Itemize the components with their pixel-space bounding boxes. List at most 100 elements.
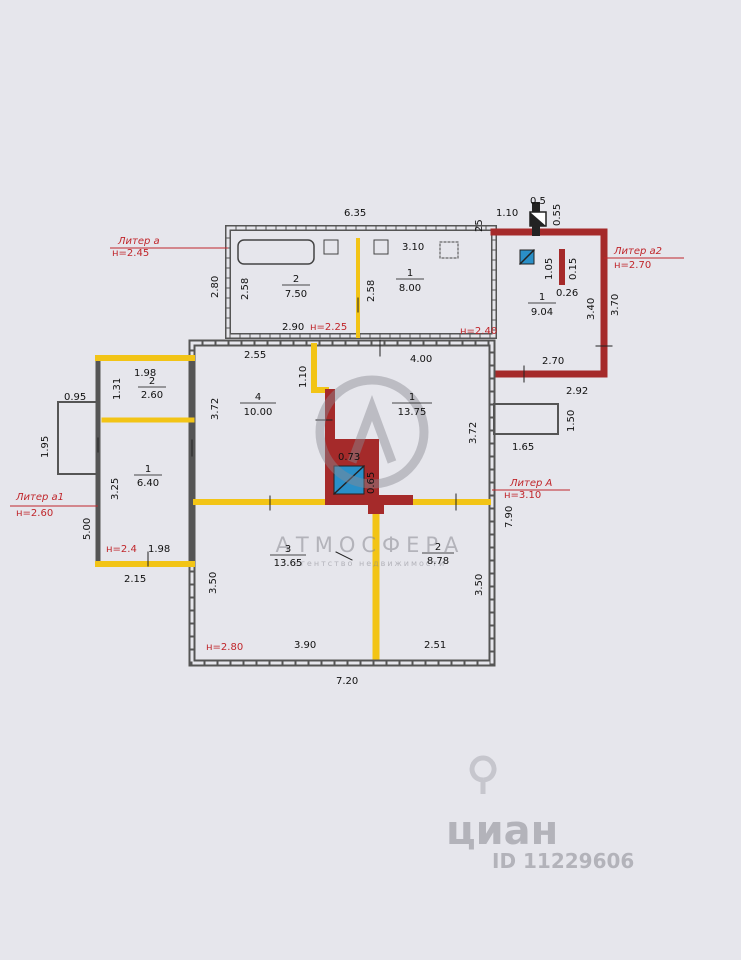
watermark-atmosfera: АТМОСФЕРА агентство недвижимости xyxy=(276,375,458,568)
dim-258b: 2.58 xyxy=(366,280,377,302)
room-A-4: 4 10.00 xyxy=(240,392,276,418)
atmosfera-logo-icon xyxy=(315,375,429,489)
label-h-225: н=2.25 xyxy=(310,322,347,333)
dim-165: 1.65 xyxy=(512,442,534,453)
room-area: 9.04 xyxy=(531,307,553,318)
room-area: 8.00 xyxy=(399,283,421,294)
room-area: 6.40 xyxy=(137,478,159,489)
stove-a2-diagonal xyxy=(518,248,536,266)
dim-110b: 1.10 xyxy=(298,366,309,388)
label-h-liter-a1: н=2.60 xyxy=(16,508,53,519)
stove-diagonal xyxy=(332,464,366,496)
chimney-fill xyxy=(530,212,546,226)
walls xyxy=(57,202,613,667)
cian-id: ID 11229606 xyxy=(492,849,634,873)
room-a1-2: 2 2.60 xyxy=(138,376,166,401)
dim-292: 2.92 xyxy=(566,386,588,397)
rooms: 2 7.50 1 8.00 1 9.04 4 10.00 1 13.75 2 2… xyxy=(134,268,556,569)
dim-065: 0.65 xyxy=(366,472,377,494)
dim-350b: 3.50 xyxy=(474,574,485,596)
door-tick xyxy=(335,551,353,561)
wall-liter-a2 xyxy=(490,228,608,378)
room-area: 2.60 xyxy=(141,390,163,401)
wall-liter-a-hatch xyxy=(226,226,496,338)
room-number: 4 xyxy=(255,392,261,403)
watermark-tagline: агентство недвижимости xyxy=(294,559,446,568)
dim-255: 2.55 xyxy=(244,350,266,361)
atmosfera-logo-mark xyxy=(347,395,397,464)
dim-251: 2.51 xyxy=(424,640,446,651)
room-area: 13.65 xyxy=(274,558,303,569)
label-h-280: н=2.80 xyxy=(206,642,243,653)
dim-015: 0.15 xyxy=(568,258,579,280)
label-h-24: н=2.4 xyxy=(106,544,137,555)
bathtub-icon xyxy=(237,239,315,265)
room-number: 1 xyxy=(407,268,413,279)
dim-198b: 1.98 xyxy=(148,544,170,555)
sink-icon-2 xyxy=(373,239,389,255)
label-h-liter-a: н=2.45 xyxy=(112,248,149,259)
dim-195: 1.95 xyxy=(40,436,51,458)
dim-270: 2.70 xyxy=(542,356,564,367)
room-A-1: 1 13.75 xyxy=(392,392,432,418)
room-number: 1 xyxy=(145,464,151,475)
label-h-liter-A: н=3.10 xyxy=(504,490,541,501)
dim-790: 7.90 xyxy=(504,506,515,528)
room-number: 1 xyxy=(409,392,415,403)
label-h-240: н=2.40 xyxy=(460,326,497,337)
dim-258a: 2.58 xyxy=(240,278,251,300)
dim-635: 6.35 xyxy=(344,208,366,219)
stove-top-icon xyxy=(439,241,459,259)
dim-215: 2.15 xyxy=(124,574,146,585)
room-a2-1: 1 9.04 xyxy=(528,292,556,318)
room-number: 2 xyxy=(435,542,441,553)
label-liter-a2: Литер а2 xyxy=(613,246,662,257)
dim-340: 3.40 xyxy=(586,298,597,320)
dim-105: 1.05 xyxy=(544,258,555,280)
dim-026: 0.26 xyxy=(556,288,578,299)
room-number: 2 xyxy=(149,376,155,387)
dim-400: 4.00 xyxy=(410,354,432,365)
dim-150: 1.50 xyxy=(566,410,577,432)
room-a1-1: 1 6.40 xyxy=(134,464,162,489)
room-area: 8.78 xyxy=(427,556,449,567)
dim-372a: 3.72 xyxy=(210,398,221,420)
dim-350a: 3.50 xyxy=(208,572,219,594)
room-a-1: 1 8.00 xyxy=(396,268,424,294)
dim-05: 0.5 xyxy=(530,196,546,207)
sink-icon xyxy=(323,239,339,255)
wall-A-partition-top xyxy=(311,343,329,393)
dim-095: 0.95 xyxy=(64,392,86,403)
dim-25: 25 xyxy=(474,219,485,232)
dim-131: 1.31 xyxy=(112,378,123,400)
room-A-3: 3 13.65 xyxy=(270,544,306,569)
dim-325: 3.25 xyxy=(110,478,121,500)
room-area: 10.00 xyxy=(244,407,273,418)
dim-500: 5.00 xyxy=(82,518,93,540)
cian-brand: циан xyxy=(446,808,558,854)
room-A-2: 2 8.78 xyxy=(422,542,454,567)
watermark-cian: циан ID 11229606 xyxy=(446,755,634,873)
label-liter-a: Литер а xyxy=(117,236,160,247)
porch-right xyxy=(493,403,559,435)
room-number: 2 xyxy=(293,274,299,285)
room-area: 7.50 xyxy=(285,289,307,300)
label-liter-a1: Литер а1 xyxy=(15,492,64,503)
room-number: 1 xyxy=(539,292,545,303)
wall-core-stem xyxy=(368,500,384,514)
dim-390: 3.90 xyxy=(294,640,316,651)
dim-370: 3.70 xyxy=(610,294,621,316)
label-h-liter-a2: н=2.70 xyxy=(614,260,651,271)
dim-720: 7.20 xyxy=(336,676,358,687)
room-area: 13.75 xyxy=(398,407,427,418)
dim-198a: 1.98 xyxy=(134,368,156,379)
dim-310: 3.10 xyxy=(402,242,424,253)
dim-110: 1.10 xyxy=(496,208,518,219)
dimensions: 6.35 1.10 0.5 0.55 25 3.10 1.05 0.15 0.2… xyxy=(40,196,621,687)
liter-labels: Литер а н=2.45 Литер а2 н=2.70 Литер а1 … xyxy=(10,236,684,653)
room-number: 3 xyxy=(285,544,291,555)
dim-280a: 2.80 xyxy=(210,276,221,298)
dim-372b: 3.72 xyxy=(468,422,479,444)
room-a-2: 2 7.50 xyxy=(282,274,310,300)
